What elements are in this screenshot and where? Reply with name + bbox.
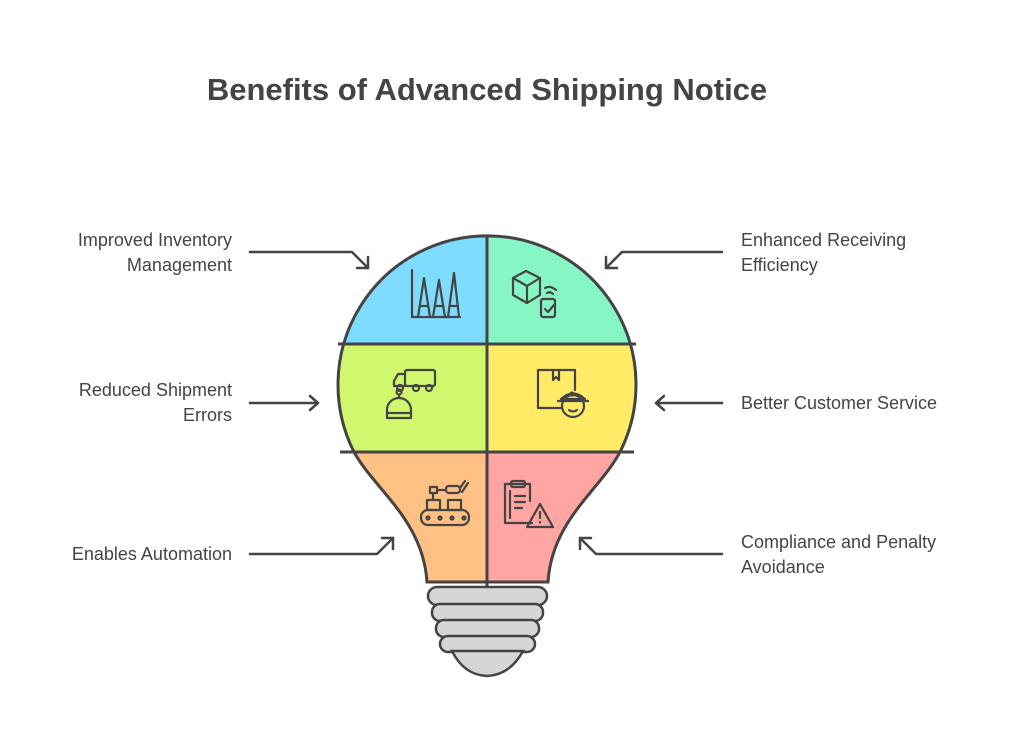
label-line: Better Customer Service xyxy=(741,393,938,413)
arrow-automation xyxy=(248,536,395,556)
quadrant-compliance xyxy=(487,452,636,582)
arrow-receiving xyxy=(604,250,724,270)
label-line: Reduced Shipment xyxy=(78,380,232,400)
label-line: Improved Inventory xyxy=(77,230,232,250)
arrow-inventory xyxy=(248,250,370,270)
label-line: Compliance and Penalty xyxy=(741,532,937,552)
label-line: Enables Automation xyxy=(71,544,232,564)
label-line: Avoidance xyxy=(741,557,825,577)
label-line: Enhanced Receiving xyxy=(741,230,907,250)
label-automation: Enables Automation xyxy=(72,542,232,567)
page-title: Benefits of Advanced Shipping Notice xyxy=(206,72,768,107)
package-scan-icon xyxy=(511,269,558,319)
bulb-base xyxy=(426,585,549,678)
arrow-compliance xyxy=(578,536,724,556)
label-customer-service: Better Customer Service xyxy=(741,391,937,416)
bar-chart-peaks-icon xyxy=(410,268,462,319)
courier-package-icon xyxy=(536,368,590,419)
label-line: Errors xyxy=(183,405,232,425)
clipboard-warning-icon xyxy=(503,479,555,529)
label-line: Efficiency xyxy=(741,255,818,275)
arrow-errors xyxy=(248,394,320,412)
robot-truck-icon xyxy=(385,368,437,420)
quadrant-errors xyxy=(338,344,487,452)
conveyor-robot-arm-icon xyxy=(419,479,471,527)
label-line: Management xyxy=(126,255,232,275)
arrow-service xyxy=(654,394,724,412)
quadrant-inventory xyxy=(338,235,487,344)
